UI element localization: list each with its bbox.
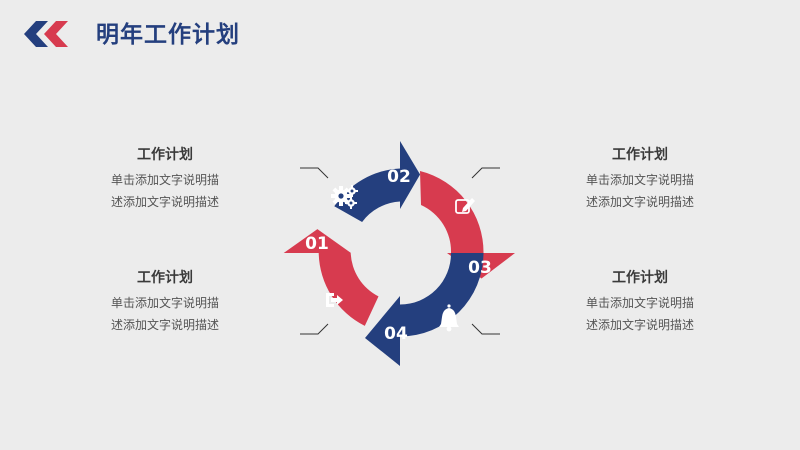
exit-icon [326,293,343,307]
gears-icon [331,185,358,209]
block-title: 工作计划 [612,147,668,163]
step-number-03: 03 [468,258,492,278]
cycle-arrow-02 [334,141,421,222]
bell-icon [439,304,459,332]
cycle-arrow-04 [365,253,484,366]
block-text-line: 述添加文字说明描述 [110,318,219,332]
page-title: 明年工作计划 [96,22,240,48]
step-number-04: 04 [384,324,408,344]
step-number-01: 01 [305,234,329,254]
block-text-line: 单击添加文字说明描 [110,296,219,310]
block-text-line: 述添加文字说明描述 [110,195,219,209]
block-text-line: 述添加文字说明描述 [585,318,694,332]
step-number-02: 02 [387,167,411,187]
double-chevron-logo-icon [24,21,68,47]
text-block-right-bottom: 工作计划 单击添加文字说明描 述添加文字说明描述 [555,268,725,336]
block-text-line: 单击添加文字说明描 [585,173,694,187]
text-block-right-top: 工作计划 单击添加文字说明描 述添加文字说明描述 [555,145,725,213]
block-title: 工作计划 [612,270,668,286]
cycle-arrow-01 [283,229,379,326]
block-title: 工作计划 [137,270,193,286]
block-text-line: 单击添加文字说明描 [585,296,694,310]
block-text-line: 单击添加文字说明描 [110,173,219,187]
text-block-left-top: 工作计划 单击添加文字说明描 述添加文字说明描述 [80,145,250,213]
text-block-left-bottom: 工作计划 单击添加文字说明描 述添加文字说明描述 [80,268,250,336]
block-text-line: 述添加文字说明描述 [585,195,694,209]
connector-lines [300,167,500,335]
edit-icon [455,198,475,214]
cycle-arrow-03 [420,171,515,279]
block-title: 工作计划 [137,147,193,163]
